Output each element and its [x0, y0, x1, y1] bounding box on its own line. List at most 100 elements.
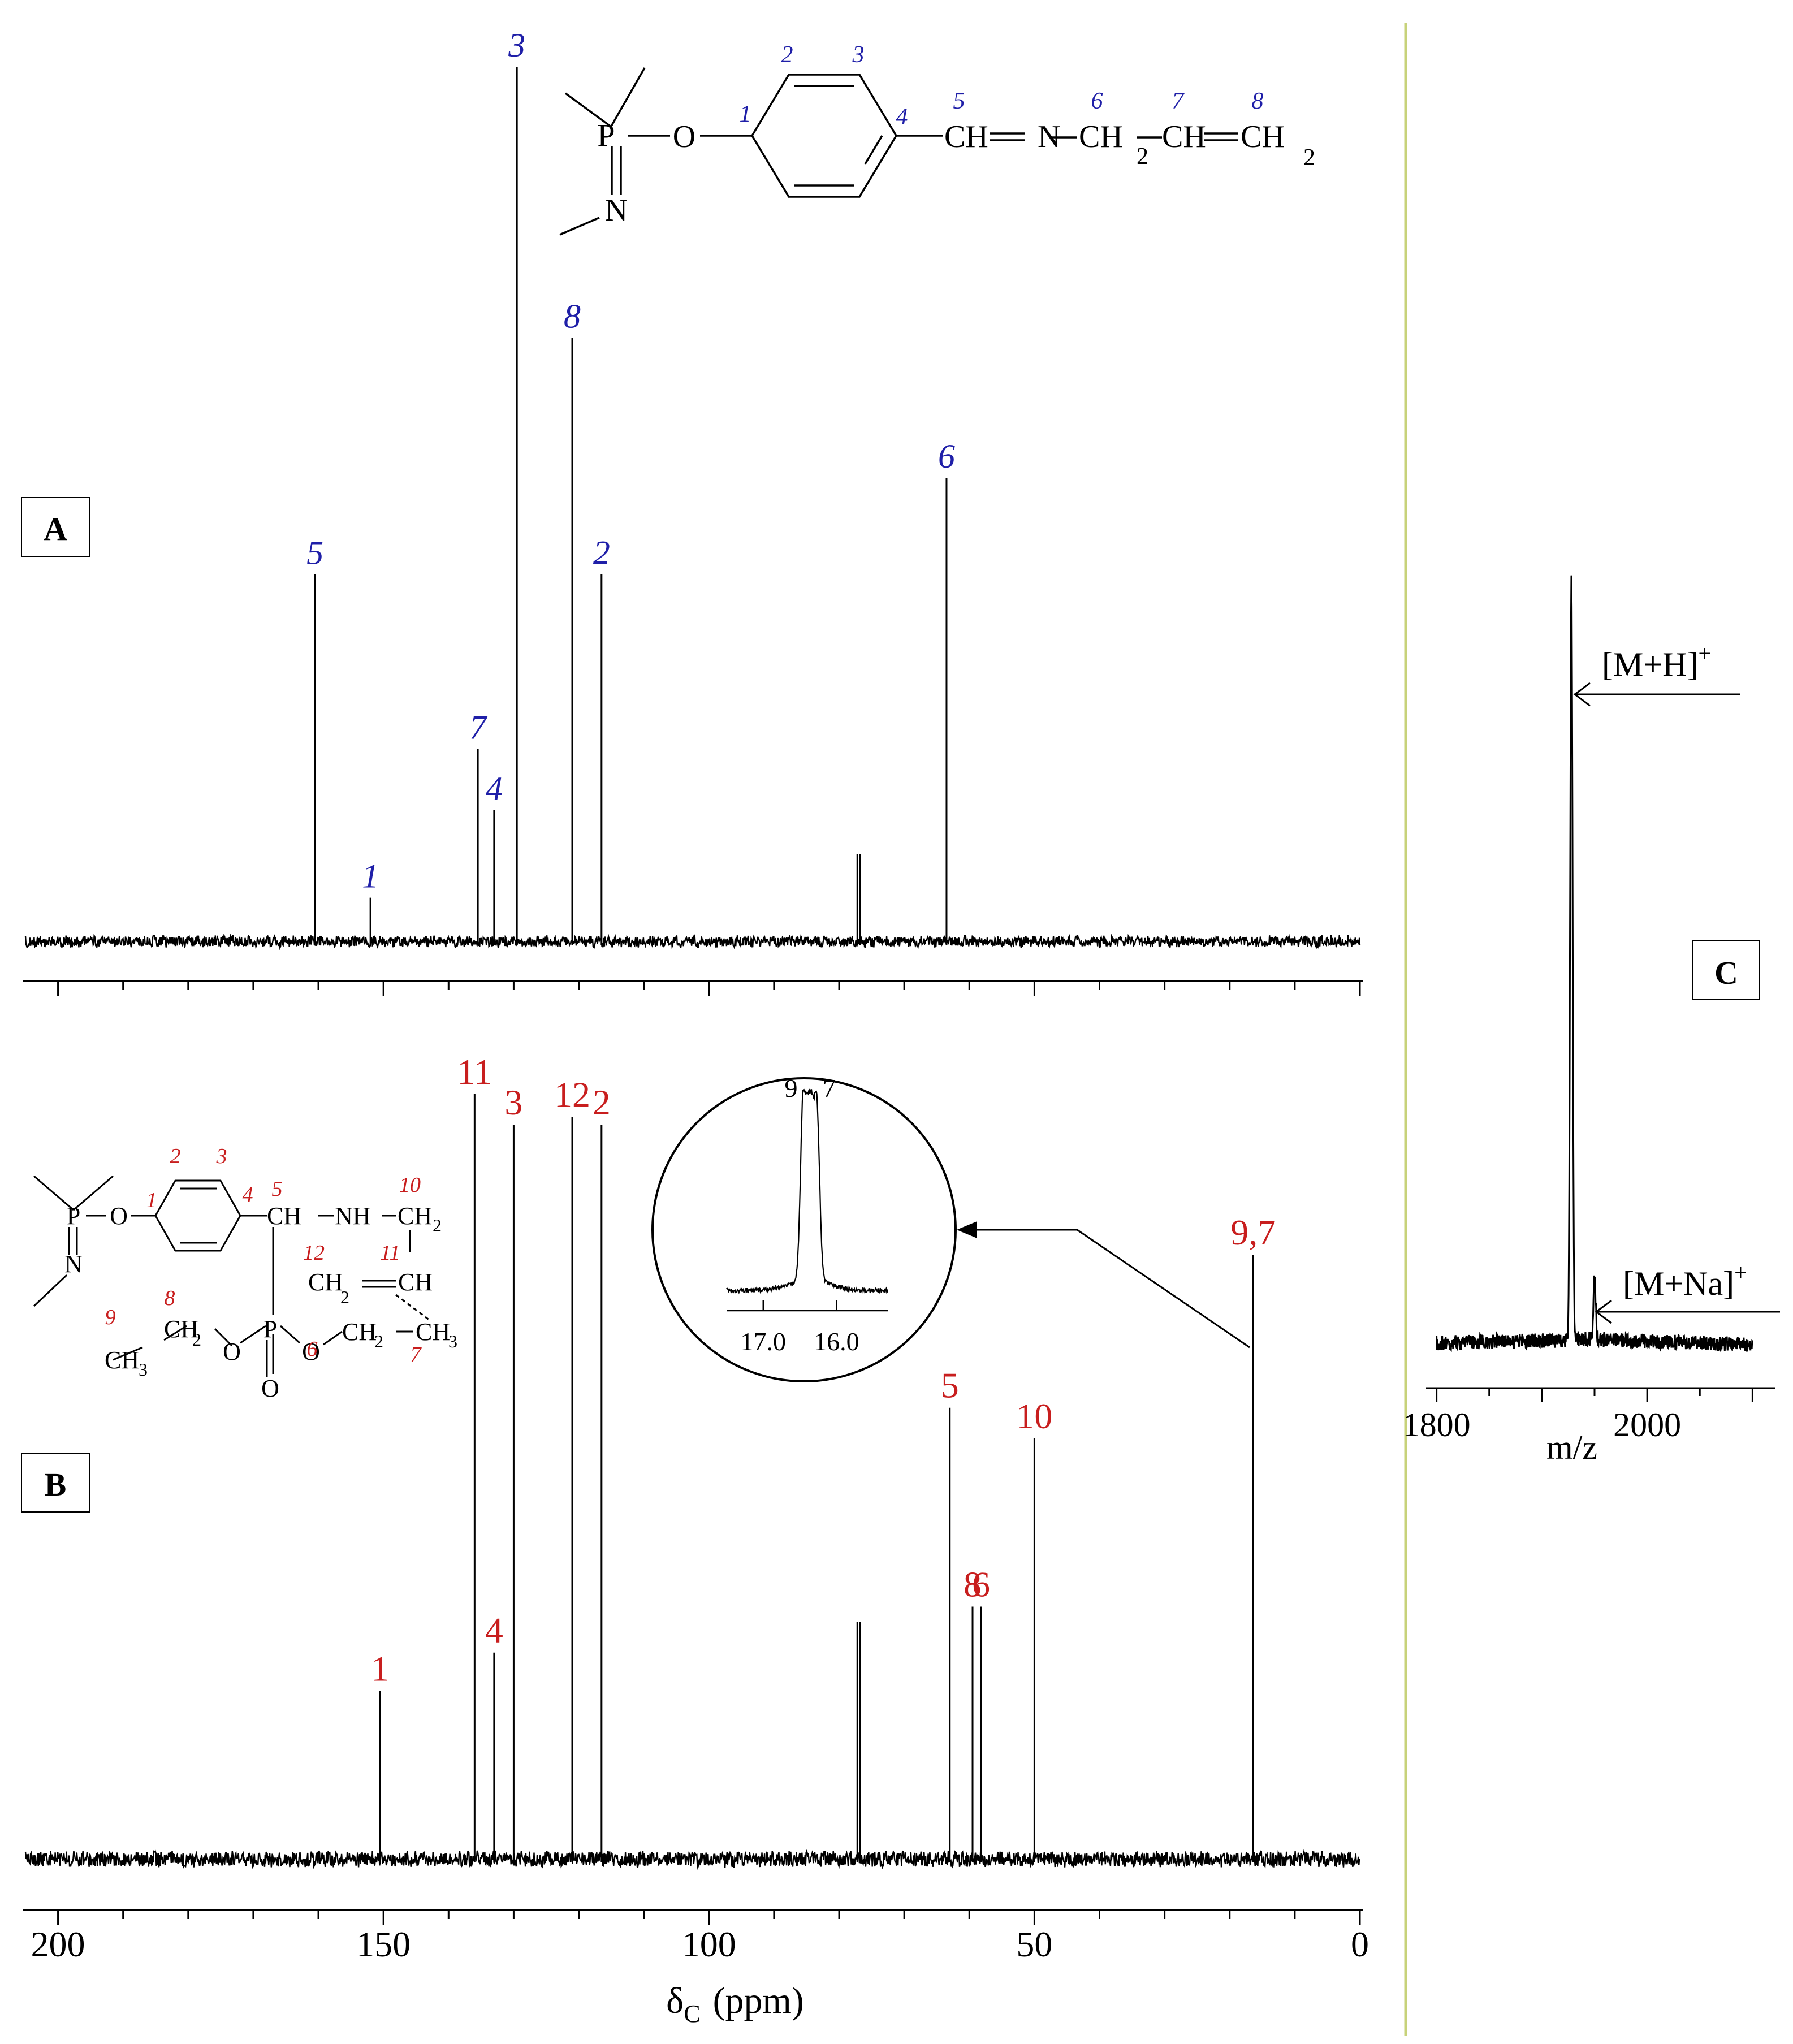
- peak-label: 9,7: [1230, 1212, 1276, 1252]
- panel-c-trace: [1436, 575, 1753, 1353]
- structure-atom: CH: [944, 119, 988, 154]
- mh-annotation: [M+H]+: [1573, 641, 1740, 707]
- panel-b-trace: [24, 1849, 1361, 1870]
- structure-a-molecule: [559, 67, 1238, 236]
- peak-label: 8: [964, 1565, 982, 1605]
- x-tick-label: 200: [31, 1924, 85, 1964]
- structure-atom: O: [261, 1375, 279, 1402]
- structure-atom: 3: [139, 1359, 148, 1380]
- inset-pointer-line: [968, 1229, 1250, 1349]
- peak-label: 1: [371, 1648, 389, 1688]
- structure-atom: P: [263, 1315, 277, 1343]
- mna-annotation: [M+Na]+: [1595, 1260, 1780, 1324]
- structure-atom: N: [605, 193, 628, 228]
- structure-atom: 3: [448, 1331, 457, 1351]
- structure-atom: CH: [105, 1346, 139, 1374]
- peak-label: 3: [504, 1082, 522, 1122]
- x-tick-label: 1800: [1403, 1406, 1471, 1444]
- structure-number: 1: [740, 101, 751, 127]
- peak-label: 12: [554, 1075, 590, 1115]
- structure-atom: P: [67, 1202, 80, 1230]
- structure-atom: 2: [433, 1215, 442, 1235]
- structure-atom: CH: [416, 1318, 450, 1346]
- panel-c-label: C: [1714, 954, 1738, 991]
- mna-label: [M+Na]+: [1623, 1260, 1747, 1302]
- structure-number: 11: [380, 1241, 400, 1265]
- structure-atom: CH: [308, 1268, 343, 1296]
- peak-label: 7: [469, 709, 488, 746]
- structure-number: 7: [1172, 88, 1185, 114]
- peak-label: 2: [593, 1082, 611, 1122]
- panel-a-x-ticks: [57, 981, 1361, 996]
- structure-number: 7: [411, 1343, 422, 1367]
- structure-number: 4: [896, 104, 908, 130]
- structure-atom: N: [1038, 119, 1060, 154]
- structure-b-molecule: [33, 1175, 430, 1377]
- structure-atom: O: [110, 1202, 128, 1230]
- panel-b-x-axis-label: δC(ppm): [666, 1980, 804, 2028]
- peak-label: 8: [564, 298, 581, 335]
- structure-atom: O: [673, 119, 695, 154]
- structure-atom: CH: [164, 1315, 198, 1343]
- structure-atom: P: [597, 118, 615, 153]
- structure-atom: 2: [192, 1329, 201, 1350]
- peak-label: 1: [362, 858, 379, 895]
- structure-number: 2: [170, 1144, 181, 1168]
- panel-a-nmr-spectrum: A 5 1 7 4 3 8 2 6 P O N: [21, 27, 1363, 996]
- panel-a-label: A: [44, 511, 67, 547]
- structure-number: 3: [216, 1144, 227, 1168]
- structure-number: 6: [307, 1337, 318, 1361]
- inset-circle: [651, 1077, 957, 1382]
- structure-number: 6: [1091, 88, 1103, 114]
- panel-c-x-ticks: [1436, 1388, 1753, 1402]
- peak-label: 5: [306, 534, 323, 571]
- peak-label: 6: [972, 1565, 990, 1605]
- panel-b-label-box: [21, 1453, 90, 1513]
- panel-b-label: B: [45, 1466, 67, 1503]
- structure-number: 3: [852, 42, 865, 68]
- structure-atom: O: [302, 1338, 320, 1365]
- x-tick-label: 50: [1016, 1924, 1052, 1964]
- structure-number: 1: [146, 1189, 157, 1212]
- structure-atom: 2: [1303, 145, 1315, 171]
- structure-number: 10: [399, 1173, 421, 1197]
- inset-x-tick-label: 17.0: [741, 1327, 787, 1356]
- structure-atom: N: [64, 1250, 83, 1278]
- peak-label: 6: [938, 438, 955, 475]
- structure-number: 8: [1252, 88, 1264, 114]
- structure-atom: 2: [340, 1287, 349, 1307]
- x-tick-label: 100: [682, 1924, 736, 1964]
- structure-atom: 2: [1137, 144, 1148, 170]
- x-tick-label: 150: [356, 1924, 411, 1964]
- structure-number: 12: [303, 1241, 325, 1265]
- peak-label: 5: [941, 1365, 959, 1406]
- peak-label: 4: [485, 1610, 503, 1650]
- structure-atom: CH: [398, 1202, 432, 1230]
- panel-a-label-box: [21, 497, 90, 557]
- inset-peak-label: 9: [785, 1074, 798, 1103]
- structure-atom: CH: [267, 1202, 301, 1230]
- structure-atom: 2: [374, 1331, 383, 1351]
- structure-atom: CH: [1162, 119, 1206, 154]
- structure-atom: CH: [1079, 119, 1123, 154]
- structure-number: 5: [272, 1177, 283, 1201]
- inset-peak-label: 7: [823, 1074, 836, 1103]
- structure-atom: CH: [342, 1318, 377, 1346]
- inset-trace: [726, 1088, 889, 1295]
- structure-atom: NH: [335, 1202, 371, 1230]
- panel-c-label-box: [1692, 940, 1760, 1000]
- panel-a-trace: [24, 933, 1361, 950]
- inset-pointer-arrowhead: [957, 1221, 977, 1238]
